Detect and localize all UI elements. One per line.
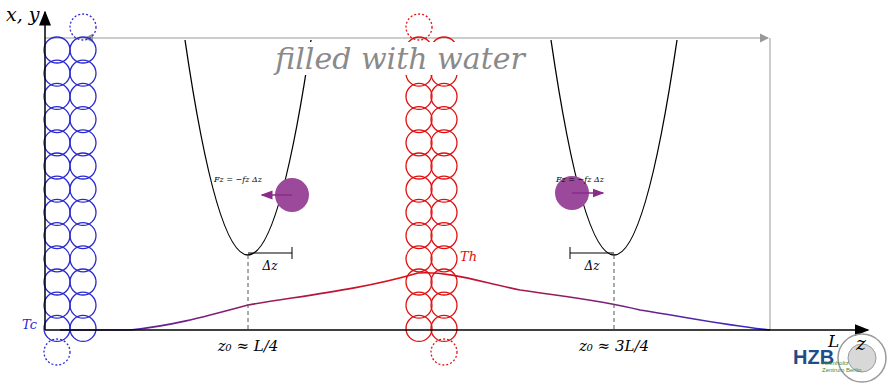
pipe-circle: [406, 107, 432, 133]
pipe-circle: [44, 269, 70, 295]
position-label: z₀ ≈ 3L/4: [579, 338, 649, 355]
force-label: Fz = −fz Δz: [214, 176, 262, 185]
axis-label: x, y: [6, 4, 40, 25]
pipe-circle: [431, 176, 457, 202]
pipe-circle: [406, 176, 432, 202]
axis-label: z: [856, 333, 866, 354]
university-seal: [838, 334, 886, 382]
pipe-circle: [431, 107, 457, 133]
pipe-circle: [70, 292, 96, 318]
force-arrow: [572, 192, 603, 194]
pipe-circle: [431, 339, 457, 365]
temperature-label: Tc: [22, 318, 37, 332]
region-label: filled with water: [271, 42, 529, 75]
pipe-circle: [70, 223, 96, 249]
pipe-circle: [70, 37, 96, 63]
pipe-circle: [44, 176, 70, 202]
pipe-circle: [44, 246, 70, 272]
pipe-circle: [406, 223, 432, 249]
pipe-circle: [44, 83, 70, 109]
center-line: [614, 255, 615, 330]
pipe-circle: [431, 130, 457, 156]
pipe-circle: [406, 292, 432, 318]
pipe-circle: [406, 199, 432, 225]
force-arrow: [262, 194, 292, 196]
temperature-profile: [60, 273, 770, 330]
y-axis: [44, 12, 46, 330]
pipe-circle: [70, 83, 96, 109]
pipe-circle: [406, 14, 432, 40]
pipe-circle: [431, 292, 457, 318]
pipe-circle: [44, 130, 70, 156]
pipe-circle: [431, 223, 457, 249]
z-axis: [45, 329, 868, 331]
pipe-circle: [44, 153, 70, 179]
pipe-circle: [406, 83, 432, 109]
pipe-circle: [70, 107, 96, 133]
pipe-circle: [70, 130, 96, 156]
pipe-circle: [406, 315, 432, 341]
potential-well: [551, 40, 677, 255]
pipe-circle: [406, 246, 432, 272]
dz-bracket: [570, 253, 614, 254]
dz-bracket: [570, 247, 571, 259]
pipe-circle: [431, 315, 457, 341]
dimension-label: Δz: [263, 260, 278, 273]
pipe-circle: [70, 269, 96, 295]
pipe-circle: [431, 153, 457, 179]
pipe-circle: [406, 153, 432, 179]
pipe-circle: [44, 223, 70, 249]
pipe-circle: [44, 60, 70, 86]
pipe-circle: [70, 153, 96, 179]
center-line: [248, 255, 249, 330]
pipe-circle: [70, 246, 96, 272]
pipe-circle: [431, 269, 457, 295]
logo-text: Helmholtz Zentrum Berlin: [822, 360, 862, 373]
pipe-circle: [431, 83, 457, 109]
pipe-circle: [44, 107, 70, 133]
pipe-circle: [44, 315, 70, 341]
dz-bracket: [292, 247, 293, 259]
pipe-circle: [44, 199, 70, 225]
force-label: Fz = −fz Δz: [556, 176, 604, 185]
pipe-circle: [70, 315, 96, 341]
pipe-circle: [406, 269, 432, 295]
position-label: z₀ ≈ L/4: [218, 338, 279, 355]
pipe-circle: [44, 339, 70, 365]
pipe-circle: [431, 199, 457, 225]
dz-bracket: [248, 253, 292, 254]
pipe-circle: [70, 14, 96, 40]
water-side: [769, 38, 770, 330]
pipe-circle: [70, 60, 96, 86]
dimension-label: Δz: [585, 260, 600, 273]
pipe-circle: [431, 246, 457, 272]
temperature-label: Th: [460, 250, 477, 264]
pipe-circle: [70, 199, 96, 225]
pipe-circle: [44, 292, 70, 318]
pipe-circle: [44, 37, 70, 63]
pipe-circle: [70, 176, 96, 202]
pipe-circle: [406, 130, 432, 156]
